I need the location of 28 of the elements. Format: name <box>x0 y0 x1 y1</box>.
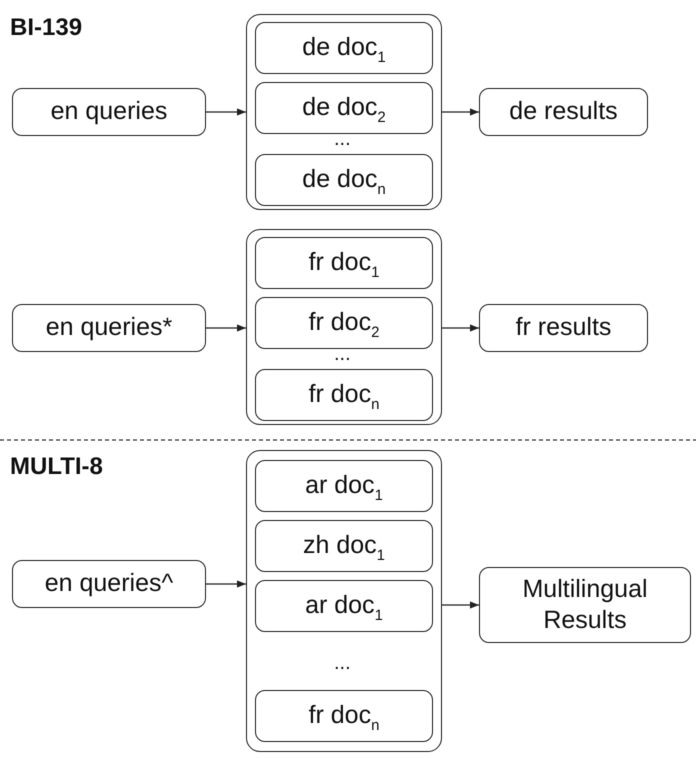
document-box: ar doc$_{1}$ <box>255 460 433 512</box>
process-box: en queries <box>12 88 206 136</box>
section-heading: BI-139 <box>10 14 82 42</box>
ellipsis: ... <box>334 652 351 675</box>
document-box: de doc$_{1}$ <box>255 22 433 74</box>
section-heading: MULTI-8 <box>10 453 103 481</box>
process-box: en queries^ <box>12 560 206 608</box>
container-box <box>246 14 442 210</box>
document-box: de doc$_{2}$ <box>255 82 433 134</box>
process-box: Multilingual Results <box>479 567 691 643</box>
arrow <box>206 580 246 588</box>
document-box: fr doc$_{n}$ <box>255 369 433 421</box>
document-box: fr doc$_{n}$ <box>255 690 433 742</box>
document-box: fr doc$_{1}$ <box>255 237 433 289</box>
arrow <box>206 324 246 332</box>
arrow <box>442 324 479 332</box>
process-box: fr results <box>479 304 648 352</box>
document-box: fr doc$_{2}$ <box>255 297 433 349</box>
document-box: zh doc$_{1}$ <box>255 520 433 572</box>
process-box: en queries* <box>12 304 206 352</box>
process-box: de results <box>479 88 648 136</box>
arrow <box>442 108 479 116</box>
container-box <box>246 450 442 752</box>
document-box: de doc$_{n}$ <box>255 154 433 206</box>
arrow <box>442 601 479 609</box>
container-box <box>246 229 442 425</box>
document-box: ar doc$_{1}$ <box>255 580 433 632</box>
arrow <box>206 108 246 116</box>
